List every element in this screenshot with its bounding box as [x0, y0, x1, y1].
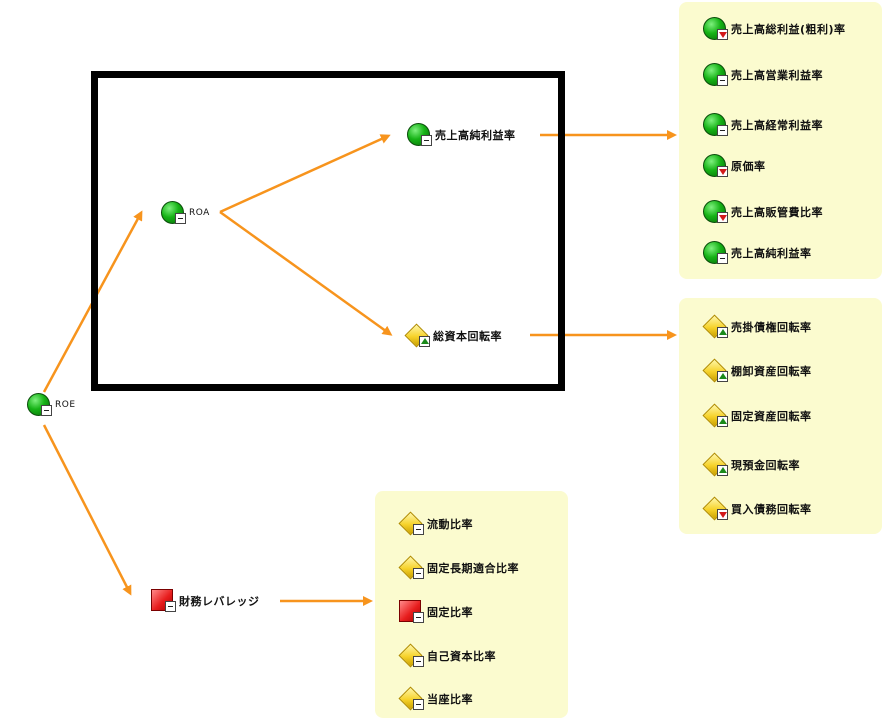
- yellow-diamond-icon: [702, 496, 730, 522]
- yellow-diamond-icon: [702, 314, 730, 340]
- node-label: 売上高純利益率: [435, 129, 516, 142]
- profit-item[interactable]: 売上高販管費比率: [702, 199, 823, 225]
- node-roe[interactable]: ROE: [26, 392, 76, 418]
- minus-badge-icon: [41, 405, 52, 416]
- node-roa[interactable]: ROA: [160, 200, 210, 226]
- node-asset-turnover[interactable]: 総資本回転率: [404, 323, 502, 349]
- minus-badge-icon: [717, 125, 728, 136]
- green-circle-icon: [702, 112, 730, 138]
- item-label: 原価率: [731, 160, 766, 173]
- red-square-icon: [150, 588, 178, 614]
- item-label: 売上高総利益(粗利)率: [731, 23, 846, 36]
- item-label: 固定比率: [427, 606, 473, 619]
- turnover-item[interactable]: 買入債務回転率: [702, 496, 812, 522]
- profit-item[interactable]: 売上高純利益率: [702, 240, 812, 266]
- arrow-roa-to-asset-turnover: [219, 210, 393, 336]
- up-triangle-badge-icon: [717, 465, 728, 476]
- minus-badge-icon: [717, 75, 728, 86]
- item-label: 固定長期適合比率: [427, 562, 519, 575]
- yellow-diamond-icon: [398, 555, 426, 581]
- up-triangle-badge-icon: [419, 336, 430, 347]
- down-triangle-badge-icon: [717, 29, 728, 40]
- minus-badge-icon: [413, 699, 424, 710]
- yellow-diamond-icon: [702, 403, 730, 429]
- minus-badge-icon: [165, 601, 176, 612]
- yellow-diamond-icon: [702, 452, 730, 478]
- leverage-item[interactable]: 自己資本比率: [398, 643, 496, 669]
- minus-badge-icon: [717, 253, 728, 264]
- item-label: 買入債務回転率: [731, 503, 812, 516]
- profit-ratio-panel: [679, 2, 882, 279]
- turnover-item[interactable]: 棚卸資産回転率: [702, 358, 812, 384]
- leverage-item[interactable]: 流動比率: [398, 511, 473, 537]
- node-label: 総資本回転率: [433, 330, 502, 343]
- yellow-diamond-icon: [398, 643, 426, 669]
- turnover-item[interactable]: 売掛債権回転率: [702, 314, 812, 340]
- yellow-diamond-icon: [398, 511, 426, 537]
- down-triangle-badge-icon: [717, 509, 728, 520]
- leverage-item[interactable]: 固定比率: [398, 599, 473, 625]
- minus-badge-icon: [413, 568, 424, 579]
- down-triangle-badge-icon: [717, 166, 728, 177]
- item-label: 自己資本比率: [427, 650, 496, 663]
- node-gross-margin[interactable]: 売上高純利益率: [406, 122, 516, 148]
- minus-badge-icon: [413, 524, 424, 535]
- node-label: ROE: [55, 400, 76, 410]
- node-label: 財務レバレッジ: [179, 595, 260, 608]
- turnover-item[interactable]: 現預金回転率: [702, 452, 800, 478]
- item-label: 固定資産回転率: [731, 410, 812, 423]
- node-leverage[interactable]: 財務レバレッジ: [150, 588, 260, 614]
- arrow-roe-to-leverage: [42, 424, 132, 596]
- item-label: 売上高純利益率: [731, 247, 812, 260]
- red-square-icon: [398, 599, 426, 625]
- up-triangle-badge-icon: [717, 327, 728, 338]
- item-label: 売上高経常利益率: [731, 119, 823, 132]
- item-label: 棚卸資産回転率: [731, 365, 812, 378]
- green-circle-icon: [406, 122, 434, 148]
- profit-item[interactable]: 売上高営業利益率: [702, 62, 823, 88]
- green-circle-icon: [702, 16, 730, 42]
- yellow-diamond-icon: [404, 323, 432, 349]
- node-label: ROA: [189, 208, 210, 218]
- highlight-frame: [91, 71, 565, 391]
- green-circle-icon: [702, 240, 730, 266]
- profit-item[interactable]: 売上高総利益(粗利)率: [702, 16, 846, 42]
- green-circle-icon: [160, 200, 188, 226]
- green-circle-icon: [26, 392, 54, 418]
- up-triangle-badge-icon: [717, 416, 728, 427]
- minus-badge-icon: [421, 135, 432, 146]
- minus-badge-icon: [175, 213, 186, 224]
- green-circle-icon: [702, 153, 730, 179]
- item-label: 当座比率: [427, 693, 473, 706]
- item-label: 現預金回転率: [731, 459, 800, 472]
- item-label: 売掛債権回転率: [731, 321, 812, 334]
- down-triangle-badge-icon: [717, 212, 728, 223]
- profit-item[interactable]: 売上高経常利益率: [702, 112, 823, 138]
- leverage-item[interactable]: 当座比率: [398, 686, 473, 712]
- yellow-diamond-icon: [398, 686, 426, 712]
- green-circle-icon: [702, 199, 730, 225]
- minus-badge-icon: [413, 656, 424, 667]
- item-label: 流動比率: [427, 518, 473, 531]
- yellow-diamond-icon: [702, 358, 730, 384]
- item-label: 売上高営業利益率: [731, 69, 823, 82]
- item-label: 売上高販管費比率: [731, 206, 823, 219]
- turnover-item[interactable]: 固定資産回転率: [702, 403, 812, 429]
- profit-item[interactable]: 原価率: [702, 153, 766, 179]
- arrow-roa-to-gross-margin: [219, 134, 391, 214]
- minus-badge-icon: [413, 612, 424, 623]
- leverage-item[interactable]: 固定長期適合比率: [398, 555, 519, 581]
- up-triangle-badge-icon: [717, 371, 728, 382]
- green-circle-icon: [702, 62, 730, 88]
